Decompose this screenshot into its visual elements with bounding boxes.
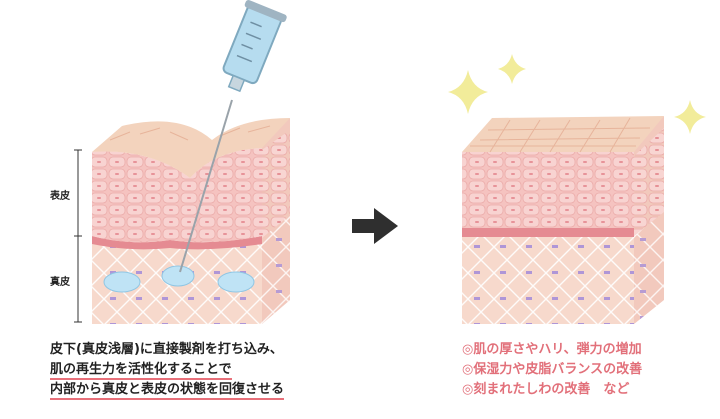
left-caption-line-3: 内部から真皮と表皮の状態を回復させる (50, 382, 285, 400)
right-basal-layer (462, 228, 634, 237)
right-caption-line-3: ◎刻まれたしわの改善 など (462, 382, 630, 397)
left-caption: 皮下(真皮浅層)に直接製剤を打ち込み、 肌の再生力を活性化することで 内部から真… (50, 340, 380, 400)
layer-brackets (74, 149, 82, 323)
droplet-2 (161, 265, 195, 287)
arrow-right-icon (352, 208, 398, 244)
syringe-icon (179, 0, 287, 273)
right-caption-line-1: ◎肌の厚さやハリ、弾力の増加 (462, 342, 642, 357)
droplet-1 (103, 271, 141, 293)
left-skin-block (92, 118, 290, 324)
left-skin-surface (92, 118, 290, 178)
left-caption-line-1: 皮下(真皮浅層)に直接製剤を打ち込み、 (50, 342, 283, 357)
right-skin-block (462, 116, 664, 324)
sparkle-icon (448, 54, 706, 134)
dermis-label: 真皮 (50, 277, 70, 288)
left-basal-layer (92, 236, 262, 250)
right-skin-surface (462, 116, 664, 152)
droplet-3 (217, 271, 255, 293)
right-caption: ◎肌の厚さやハリ、弾力の増加 ◎保湿力や皮脂バランスの改善 ◎刻まれたしわの改善… (462, 340, 712, 400)
epidermis-label: 表皮 (50, 191, 70, 202)
left-caption-line-2: 肌の再生力を活性化することで (50, 362, 232, 380)
right-caption-line-2: ◎保湿力や皮脂バランスの改善 (462, 362, 643, 377)
